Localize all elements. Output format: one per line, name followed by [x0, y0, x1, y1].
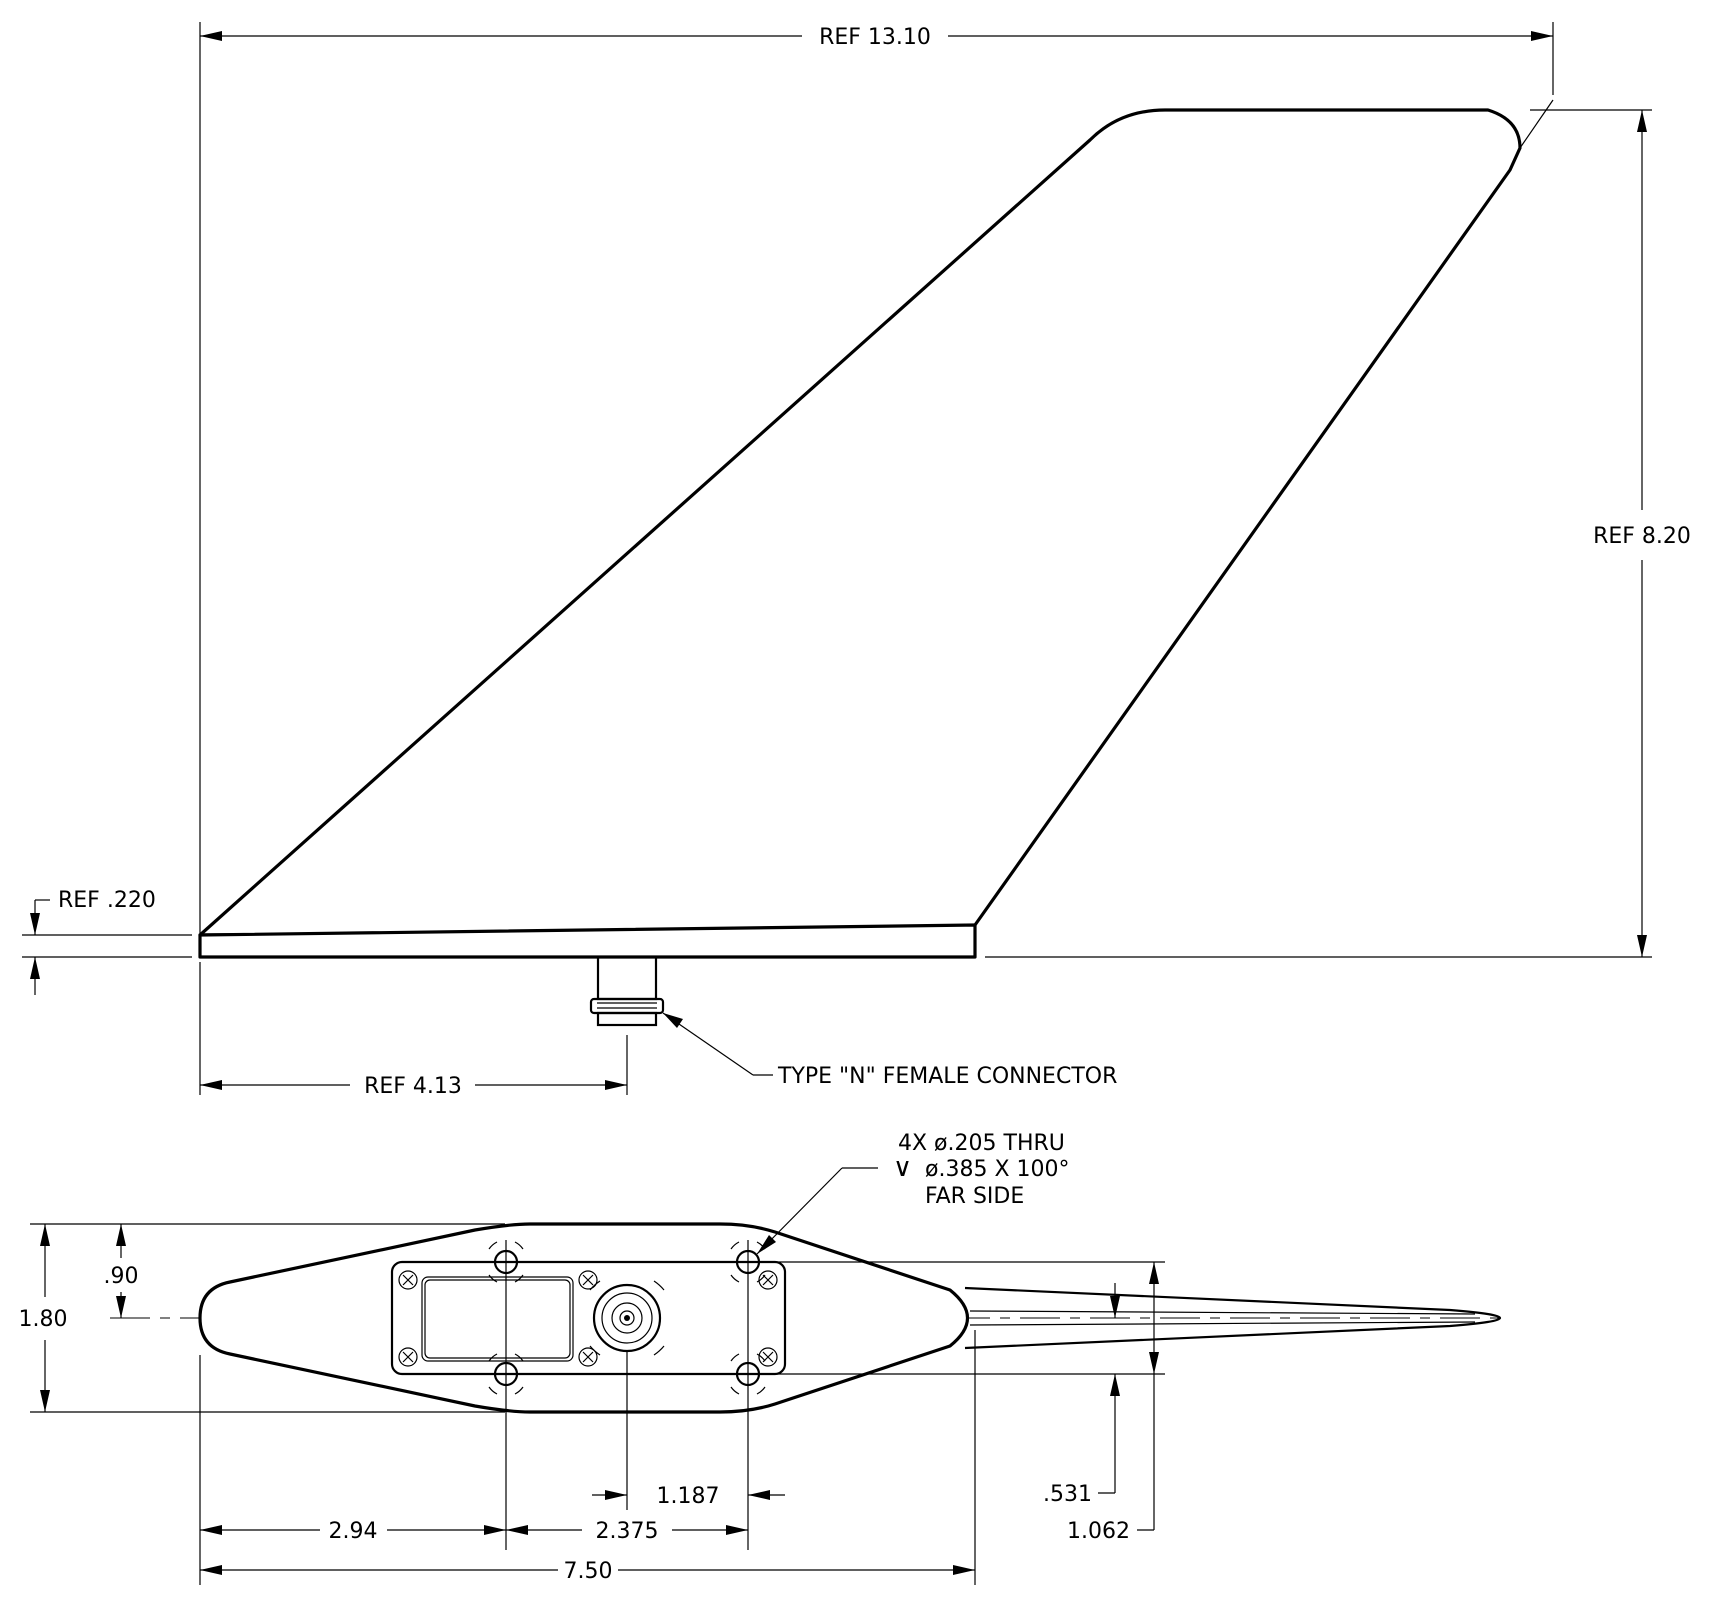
connector-leader: TYPE "N" FEMALE CONNECTOR: [662, 1012, 1117, 1089]
label-window: [421, 1276, 574, 1362]
dim-half-width: .90: [104, 1224, 139, 1318]
cover-screws: [398, 1270, 778, 1367]
countersink-icon: ∨: [893, 1153, 912, 1183]
dim-height: REF 8.20: [985, 109, 1691, 958]
dim-connector-offset-label: REF 4.13: [364, 1074, 462, 1099]
dim-width: 1.80: [19, 1223, 505, 1413]
dim-width-label: 1.80: [19, 1307, 68, 1332]
cover-plate: [390, 1260, 787, 1376]
antenna-base-plate: [198, 923, 977, 959]
dim-hole-spacing-y-label: 1.062: [1067, 1519, 1130, 1544]
dim-hole-half-spacing-y: .531: [1043, 1283, 1120, 1507]
dim-height-label: REF 8.20: [1593, 524, 1691, 549]
dim-base-length-label: 7.50: [564, 1559, 613, 1584]
connector-plan: [589, 1280, 665, 1356]
dim-base-length: 7.50: [200, 1559, 975, 1584]
dim-hole-spacing-x-label: 2.375: [596, 1519, 659, 1544]
n-connector: [589, 955, 665, 1027]
dim-hole-spacing-y: 1.062: [1067, 1262, 1159, 1544]
dim-base-thickness-label: REF .220: [58, 888, 156, 913]
side-view: REF 13.10 REF 8.20 REF .220: [22, 22, 1691, 1099]
base-plan-outline: [198, 1222, 969, 1414]
fin-blade-plan: [964, 1286, 1502, 1350]
dim-first-hole-x: 2.94: [200, 1519, 506, 1544]
dim-hole-spacing-x: 2.375: [506, 1519, 748, 1544]
hole-callout-line3: FAR SIDE: [925, 1184, 1024, 1209]
dim-overall-length: REF 13.10: [199, 22, 1554, 935]
hole-callout-line2: ø.385 X 100°: [925, 1157, 1070, 1182]
dim-hole-half-spacing-y-label: .531: [1043, 1482, 1092, 1507]
dim-hole-half-spacing-x: 1.187: [592, 1484, 785, 1509]
dim-connector-offset: REF 4.13: [199, 962, 628, 1099]
hole-callout-line1: 4X ø.205 THRU: [898, 1131, 1065, 1156]
antenna-fin-outline: [198, 108, 1522, 937]
dim-base-thickness: REF .220: [22, 888, 192, 995]
dim-first-hole-x-label: 2.94: [329, 1519, 378, 1544]
dim-half-width-label: .90: [104, 1264, 139, 1289]
connector-callout-label: TYPE "N" FEMALE CONNECTOR: [777, 1064, 1117, 1089]
dim-hole-half-spacing-x-label: 1.187: [657, 1484, 720, 1509]
bottom-view: 4X ø.205 THRU ∨ ø.385 X 100° FAR SIDE 1.…: [19, 1131, 1510, 1585]
hole-callout: 4X ø.205 THRU ∨ ø.385 X 100° FAR SIDE: [756, 1131, 1070, 1255]
dim-overall-length-label: REF 13.10: [819, 25, 931, 50]
